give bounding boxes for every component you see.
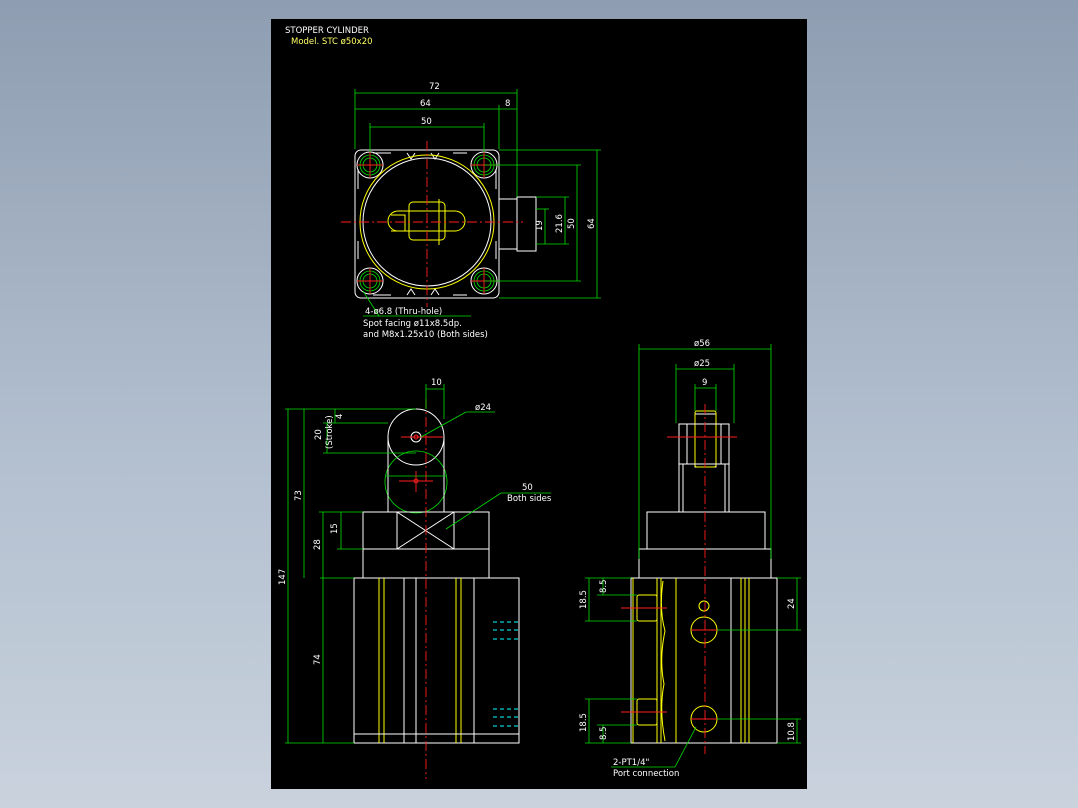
hole-note-2: Spot facing ø11x8.5dp.	[363, 319, 462, 329]
hidden-port-lower	[493, 708, 521, 727]
top-view: 72 64 8 50 19 21.6 50 64 4-ø6.8 (Thru-ho…	[341, 82, 601, 340]
dim-4: 4	[335, 414, 345, 419]
dim-10: 10	[431, 378, 442, 388]
dim-stroke: (Stroke)	[325, 415, 335, 449]
dim-64: 64	[420, 99, 431, 109]
dim-dia25: ø25	[694, 359, 710, 369]
dim-10-8: 10.8	[787, 722, 797, 741]
port-label: 2-PT1/4"	[613, 758, 649, 768]
dim-72: 72	[429, 82, 440, 92]
dim-18-5-bottom: 18.5	[579, 713, 589, 732]
dim-73: 73	[294, 490, 304, 501]
dim-15: 15	[330, 523, 340, 534]
drawing-sheet: STOPPER CYLINDER Model. STC ø50x20	[271, 19, 807, 789]
dim-50: 50	[421, 117, 432, 127]
dim-dia24: ø24	[475, 403, 491, 413]
label-50: 50	[522, 483, 533, 493]
dim-50-v: 50	[567, 218, 577, 229]
dim-28: 28	[313, 539, 323, 550]
dim-24: 24	[787, 598, 797, 609]
dim-21-6: 21.6	[555, 214, 565, 233]
title-name: STOPPER CYLINDER	[285, 26, 369, 36]
hole-note-3: and M8x1.25x10 (Both sides)	[363, 330, 488, 340]
dim-8: 8	[505, 99, 510, 109]
port-note: Port connection	[613, 769, 679, 779]
dim-18-5-top: 18.5	[579, 590, 589, 609]
cad-drawing: STOPPER CYLINDER Model. STC ø50x20	[278, 26, 801, 779]
hidden-port-upper	[493, 621, 521, 640]
dim-64-v: 64	[587, 218, 597, 229]
title-model: Model. STC ø50x20	[291, 37, 373, 47]
dim-dia56: ø56	[694, 339, 710, 349]
hole-note-1: 4-ø6.8 (Thru-hole)	[365, 307, 442, 317]
dim-8-5-bottom: 8.5	[599, 726, 609, 740]
front-view: 10 ø24 4 20 (Stroke) 73 147 15 28 74 50 …	[278, 378, 552, 779]
dim-20: 20	[314, 429, 324, 440]
label-both-sides: Both sides	[507, 494, 552, 504]
dim-147: 147	[278, 569, 288, 585]
side-view: ø56 ø25 9 18.5 8.5 18.5 8.5 24 10.8	[579, 339, 801, 779]
dim-74: 74	[313, 654, 323, 665]
dim-19: 19	[535, 220, 545, 231]
dim-9: 9	[702, 378, 707, 388]
dim-8-5-top: 8.5	[599, 579, 609, 593]
